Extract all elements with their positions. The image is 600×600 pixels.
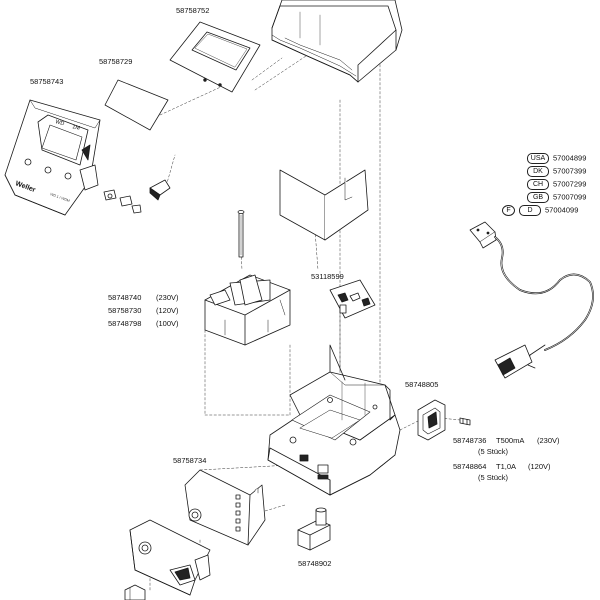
label-58748736: 58748736 [453, 436, 487, 445]
label-sheet [104, 79, 169, 131]
power-socket [417, 399, 446, 441]
country-code-ch: CH [527, 179, 549, 190]
label-58758729: 58758729 [99, 57, 133, 66]
panel-fine-print: WD 1 / WDM [50, 192, 71, 203]
cord-row-usa: USA 57004899 [527, 153, 586, 164]
country-code-dk: DK [527, 166, 549, 177]
cord-row-gb: GB 57007099 [527, 192, 586, 203]
country-code-gb: GB [527, 192, 549, 203]
label-58758752: 58758752 [176, 6, 210, 15]
support-rod [237, 210, 245, 258]
cord-part-gb: 57007099 [553, 192, 587, 202]
cord-part-ch: 57007299 [553, 179, 587, 189]
country-code-f: F [502, 205, 515, 216]
label-58748902: 58748902 [298, 559, 332, 568]
transformer [204, 274, 291, 346]
fuse2-spec: T1,0A [496, 462, 517, 471]
fuse2-voltage: (120V) [528, 462, 551, 471]
insulation-shield [279, 169, 369, 241]
label-230v: (230V) [156, 293, 179, 302]
panel-mark-wd: WD [54, 119, 64, 127]
display-lens-plate [169, 21, 261, 93]
label-53118599: 53118599 [311, 272, 344, 281]
country-code-usa: USA [527, 153, 549, 164]
main-pcb [184, 469, 266, 546]
control-module [129, 519, 211, 596]
fuse1-qty: (5 Stück) [478, 447, 509, 456]
cord-row-ch: CH 57007299 [527, 179, 586, 190]
label-58758734: 58758734 [173, 456, 207, 465]
housing-cover [271, 0, 403, 83]
cord-part-f-d: 57004099 [545, 205, 579, 215]
cord-row-dk: DK 57007399 [527, 166, 586, 177]
cord-part-usa: 57004899 [553, 153, 587, 163]
label-58748798: 58748798 [108, 319, 142, 328]
label-58758743: 58758743 [30, 77, 64, 86]
power-cord [469, 221, 594, 379]
bottom-connector [124, 584, 146, 600]
fuse [459, 417, 471, 426]
fuse1-spec: T500mA [496, 436, 525, 445]
base-housing [267, 344, 401, 496]
panel-mark-1m: 1M [71, 124, 80, 132]
label-58748805: 58748805 [405, 380, 439, 389]
knob-parts [79, 164, 171, 214]
control-pcb-small [329, 279, 376, 319]
fuse1-voltage: (230V) [537, 436, 560, 445]
fuse2-qty: (5 Stück) [478, 473, 509, 482]
front-panel: WD 1M Weller WD 1 / WDM [4, 99, 101, 216]
label-58758730: 58758730 [108, 306, 142, 315]
country-code-d: D [519, 205, 541, 216]
label-58748740: 58748740 [108, 293, 142, 302]
label-120v: (120V) [156, 306, 179, 315]
label-100v: (100V) [156, 319, 179, 328]
potentiometer-knob [297, 507, 331, 551]
cord-part-dk: 57007399 [553, 166, 587, 176]
label-58748864: 58748864 [453, 462, 487, 471]
